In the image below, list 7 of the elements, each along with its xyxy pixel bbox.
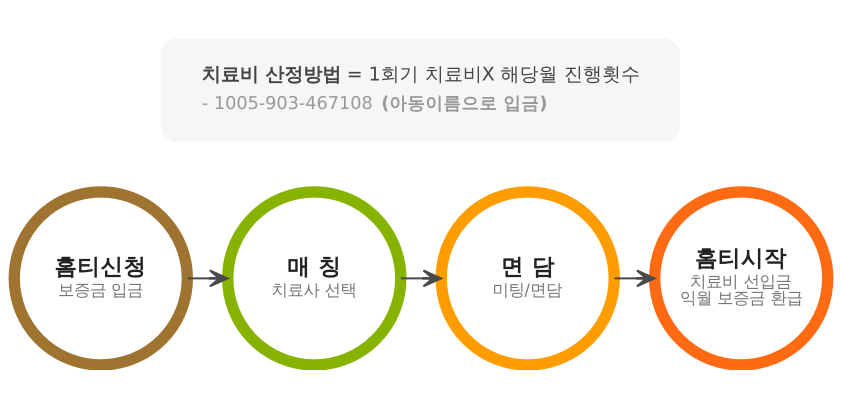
arrow [614, 268, 656, 287]
arrow [188, 268, 229, 287]
node-circle: 홈티신청 보증금 입금 [8, 186, 193, 370]
node-circle: 매 칭 치료사 선택 [222, 186, 406, 370]
node-circle: 홈티시작 치료비 선입금 익월 보증금 환급 [649, 186, 834, 370]
arrow [401, 268, 442, 287]
node-circle: 면 담 미팅/면담 [436, 186, 620, 370]
